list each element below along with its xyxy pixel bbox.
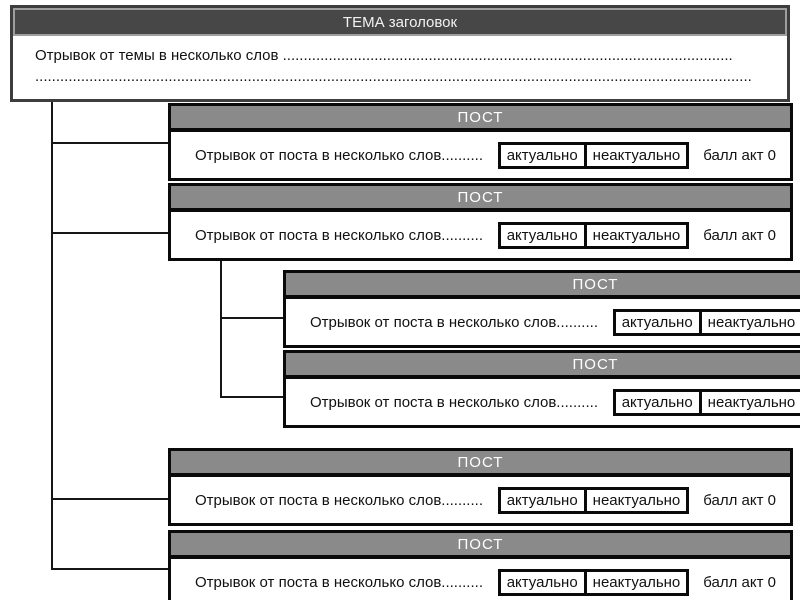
post-body: Отрывок от поста в несколько слов.......… (168, 130, 793, 181)
post-body: Отрывок от поста в несколько слов.......… (283, 377, 800, 428)
topic-excerpt: Отрывок от темы в несколько слов .......… (13, 36, 787, 87)
actual-button[interactable]: актуально (497, 568, 587, 596)
inactual-button[interactable]: неактуально (583, 568, 690, 596)
post-score: балл акт 0 (703, 491, 776, 509)
topic-card: ТЕМА заголовок Отрывок от темы в несколь… (10, 5, 790, 102)
tree-branch-post-1 (51, 142, 168, 144)
tree-trunk-nested (220, 261, 222, 398)
post-actions: актуально неактуально (612, 308, 800, 336)
actual-button[interactable]: актуально (497, 221, 587, 249)
inactual-button[interactable]: неактуально (583, 221, 690, 249)
tree-branch-post-4 (220, 396, 283, 398)
post-actions: актуально неактуально (497, 486, 690, 514)
actual-button[interactable]: актуально (497, 486, 587, 514)
post-title-bar: ПОСТ (168, 183, 793, 210)
tree-branch-post-6 (51, 568, 170, 570)
post-card-1: ПОСТ Отрывок от поста в несколько слов..… (168, 103, 793, 181)
inactual-button[interactable]: неактуально (698, 308, 800, 336)
post-title-bar: ПОСТ (283, 350, 800, 377)
actual-button[interactable]: актуально (497, 141, 587, 169)
post-body: Отрывок от поста в несколько слов.......… (168, 210, 793, 261)
post-body: Отрывок от поста в несколько слов.......… (168, 475, 793, 526)
post-excerpt: Отрывок от поста в несколько слов.......… (195, 573, 483, 591)
tree-branch-post-2 (51, 232, 168, 234)
topic-excerpt-line1: Отрывок от темы в несколько слов .......… (35, 47, 733, 64)
post-title: ПОСТ (457, 188, 504, 206)
post-card-3-nested: ПОСТ Отрывок от поста в несколько слов..… (283, 270, 800, 348)
inactual-button[interactable]: неактуально (583, 486, 690, 514)
tree-branch-post-5 (51, 498, 168, 500)
post-body: Отрывок от поста в несколько слов.......… (283, 297, 800, 348)
post-actions: актуально неактуально (497, 141, 690, 169)
post-title-bar: ПОСТ (283, 270, 800, 297)
post-score: балл акт 0 (703, 573, 776, 591)
post-excerpt: Отрывок от поста в несколько слов.......… (195, 491, 483, 509)
inactual-button[interactable]: неактуально (583, 141, 690, 169)
post-excerpt: Отрывок от поста в несколько слов.......… (195, 226, 483, 244)
post-card-4-nested: ПОСТ Отрывок от поста в несколько слов..… (283, 350, 800, 428)
tree-branch-post-3 (220, 317, 283, 319)
post-score: балл акт 0 (703, 226, 776, 244)
tree-trunk-root (51, 102, 53, 570)
post-title: ПОСТ (457, 108, 504, 126)
post-score: балл акт 0 (703, 146, 776, 164)
post-title: ПОСТ (572, 275, 619, 293)
topic-excerpt-line2: ........................................… (35, 68, 752, 85)
post-actions: актуально неактуально (612, 388, 800, 416)
post-body: Отрывок от поста в несколько слов.......… (168, 557, 793, 600)
topic-title-bar: ТЕМА заголовок (13, 8, 787, 36)
actual-button[interactable]: актуально (612, 308, 702, 336)
post-card-5: ПОСТ Отрывок от поста в несколько слов..… (168, 448, 793, 526)
post-title-bar: ПОСТ (168, 530, 793, 557)
post-title: ПОСТ (457, 535, 504, 553)
post-title: ПОСТ (572, 355, 619, 373)
post-actions: актуально неактуально (497, 568, 690, 596)
post-actions: актуально неактуально (497, 221, 690, 249)
post-excerpt: Отрывок от поста в несколько слов.......… (310, 393, 598, 411)
post-excerpt: Отрывок от поста в несколько слов.......… (310, 313, 598, 331)
actual-button[interactable]: актуально (612, 388, 702, 416)
post-title-bar: ПОСТ (168, 103, 793, 130)
post-card-2: ПОСТ Отрывок от поста в несколько слов..… (168, 183, 793, 261)
topic-title: ТЕМА заголовок (342, 13, 458, 31)
inactual-button[interactable]: неактуально (698, 388, 800, 416)
post-card-6: ПОСТ Отрывок от поста в несколько слов..… (168, 530, 793, 600)
post-title: ПОСТ (457, 453, 504, 471)
post-title-bar: ПОСТ (168, 448, 793, 475)
post-excerpt: Отрывок от поста в несколько слов.......… (195, 146, 483, 164)
